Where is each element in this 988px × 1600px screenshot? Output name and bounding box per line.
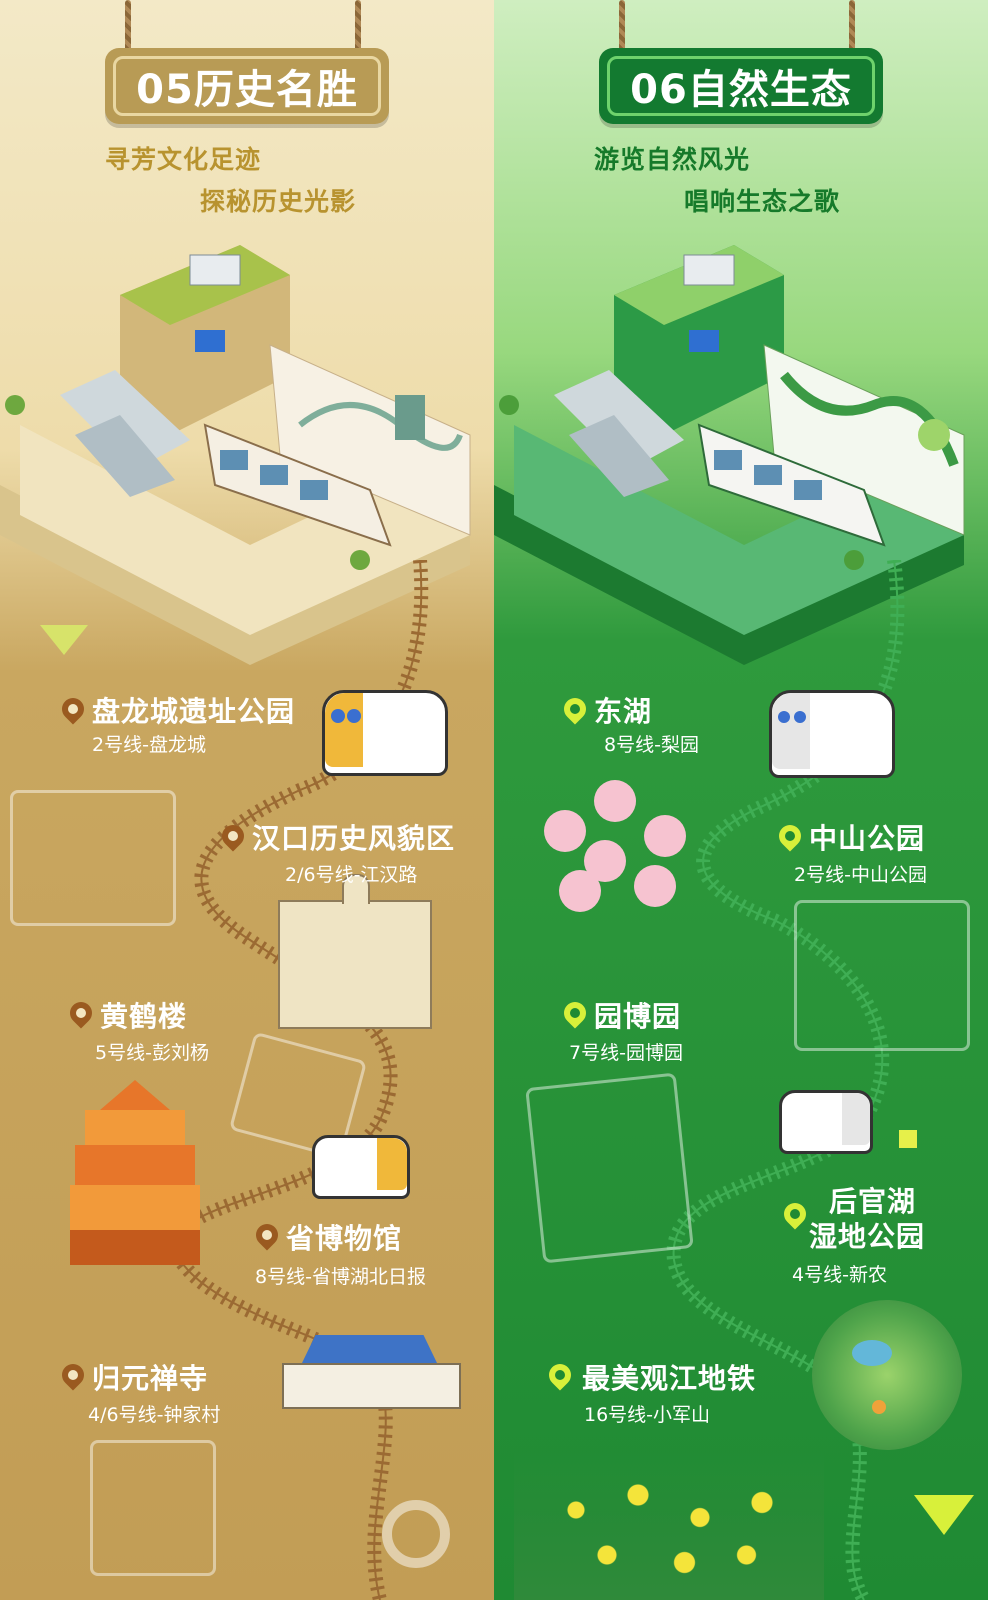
- panel-title: 06自然生态: [607, 56, 875, 116]
- stop-line-donghu: 8号线-梨园: [604, 734, 699, 756]
- stop-line-guiyuan: 4/6号线-钟家村: [88, 1404, 221, 1426]
- wetland-globe-icon: [812, 1300, 962, 1450]
- stop-name-guiyuan: 归元禅寺: [92, 1362, 209, 1395]
- slogan-2: 探秘历史光影: [200, 187, 357, 216]
- stop-name-museum: 省博物馆: [286, 1222, 403, 1255]
- stop-line-houguanhu: 4号线-新农: [792, 1264, 887, 1286]
- stop-line-zhongshan: 2号线-中山公园: [794, 864, 927, 886]
- stop-line-guanjiang: 16号线-小军山: [584, 1404, 711, 1426]
- stop-name-houguanhu-2: 湿地公园: [809, 1220, 926, 1253]
- train-icon: [697, 423, 886, 547]
- stop-line-panlongcheng: 2号线-盘龙城: [92, 734, 206, 756]
- vent-icon: [683, 254, 735, 286]
- nature-panel: 06自然生态 游览自然风光 唱响生态之歌: [494, 0, 988, 1600]
- rope-right: [355, 0, 361, 55]
- cartoon-train-icon-2: [779, 1090, 873, 1154]
- cartoon-train-icon: [322, 690, 448, 776]
- stop-line-museum: 8号线-省博湖北日报: [255, 1266, 426, 1288]
- hankou-building-icon: [278, 874, 432, 1029]
- cartoon-train-icon-2: [312, 1135, 410, 1199]
- metro-station-illustration: [494, 245, 965, 665]
- stop-name-huanghelou: 黄鹤楼: [100, 1000, 188, 1033]
- square-decoration: [899, 1130, 917, 1148]
- stop-name-donghu: 东湖: [594, 695, 653, 728]
- escalator-icon: [60, 370, 190, 470]
- stop-name-hankou: 汉口历史风貌区: [252, 822, 456, 855]
- cherry-blossom-icon: [534, 770, 704, 920]
- stop-name-houguanhu: 后官湖: [829, 1185, 917, 1218]
- stop-name-guanjiang: 最美观江地铁: [582, 1362, 757, 1395]
- slogan-1: 游览自然风光: [594, 145, 751, 174]
- yellow-crane-tower-icon: [70, 1080, 200, 1265]
- zhongjiacun-stamp: [90, 1440, 216, 1576]
- slogan-1: 寻芳文化足迹: [105, 145, 262, 174]
- zhongshan-stamp: [794, 900, 970, 1051]
- history-panel: 05历史名胜 寻芳文化足迹 探秘历史光影: [0, 0, 494, 1600]
- rapeseed-flowers-icon: [514, 1450, 824, 1600]
- title-sign: 06自然生态: [599, 48, 883, 124]
- yuanboyuan-stamp: [525, 1072, 694, 1264]
- stop-name-zhongshan: 中山公园: [809, 822, 926, 855]
- title-sign: 05历史名胜: [105, 48, 389, 124]
- train-icon: [203, 423, 392, 547]
- pagoda-mural-icon: [395, 395, 425, 440]
- rope-right: [849, 0, 855, 55]
- rope-left: [619, 0, 625, 55]
- vent-icon: [189, 254, 241, 286]
- metro-station-illustration: [0, 245, 471, 665]
- stop-name-panlongcheng: 盘龙城遗址公园: [92, 695, 296, 728]
- ring-decoration: [382, 1500, 450, 1568]
- panlong-stamp: [10, 790, 176, 926]
- tree-icon: [5, 395, 25, 415]
- triangle-decoration: [40, 625, 88, 655]
- metro-logo-icon: [689, 330, 719, 352]
- triangle-decoration: [914, 1495, 974, 1535]
- rope-left: [125, 0, 131, 55]
- stop-line-yuanboyuan: 7号线-园博园: [569, 1042, 683, 1064]
- cartoon-train-icon: [769, 690, 895, 778]
- slogan-2: 唱响生态之歌: [684, 187, 841, 216]
- stop-name-yuanboyuan: 园博园: [594, 1000, 682, 1033]
- escalator-icon: [554, 370, 684, 470]
- panel-title: 05历史名胜: [113, 56, 381, 116]
- stop-line-hankou: 2/6号线-江汉路: [285, 864, 418, 886]
- provincial-museum-icon: [282, 1335, 461, 1409]
- tree-icon: [499, 395, 519, 415]
- metro-logo-icon: [195, 330, 225, 352]
- stop-line-huanghelou: 5号线-彭刘杨: [95, 1042, 209, 1064]
